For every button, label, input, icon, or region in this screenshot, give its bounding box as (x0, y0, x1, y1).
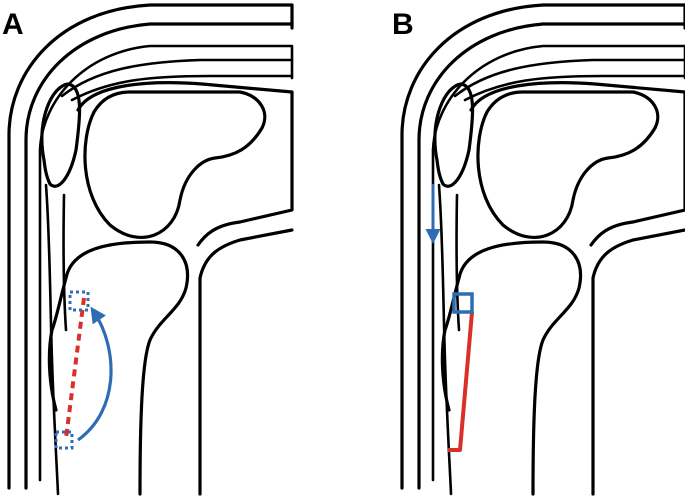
graft-dashed-line (64, 297, 86, 439)
attachment-square (452, 292, 474, 314)
panel-b: B (392, 3, 685, 496)
knee-outline-b (400, 3, 685, 496)
panel-a: A (2, 3, 294, 496)
panel-label-a: A (2, 8, 24, 41)
knee-outline-a (7, 3, 294, 496)
panel-label-b: B (392, 8, 414, 41)
rotation-arrow (77, 306, 113, 442)
graft-solid-line (448, 311, 474, 452)
attachment-square-bottom (54, 430, 74, 450)
attachment-square-top (68, 290, 90, 312)
